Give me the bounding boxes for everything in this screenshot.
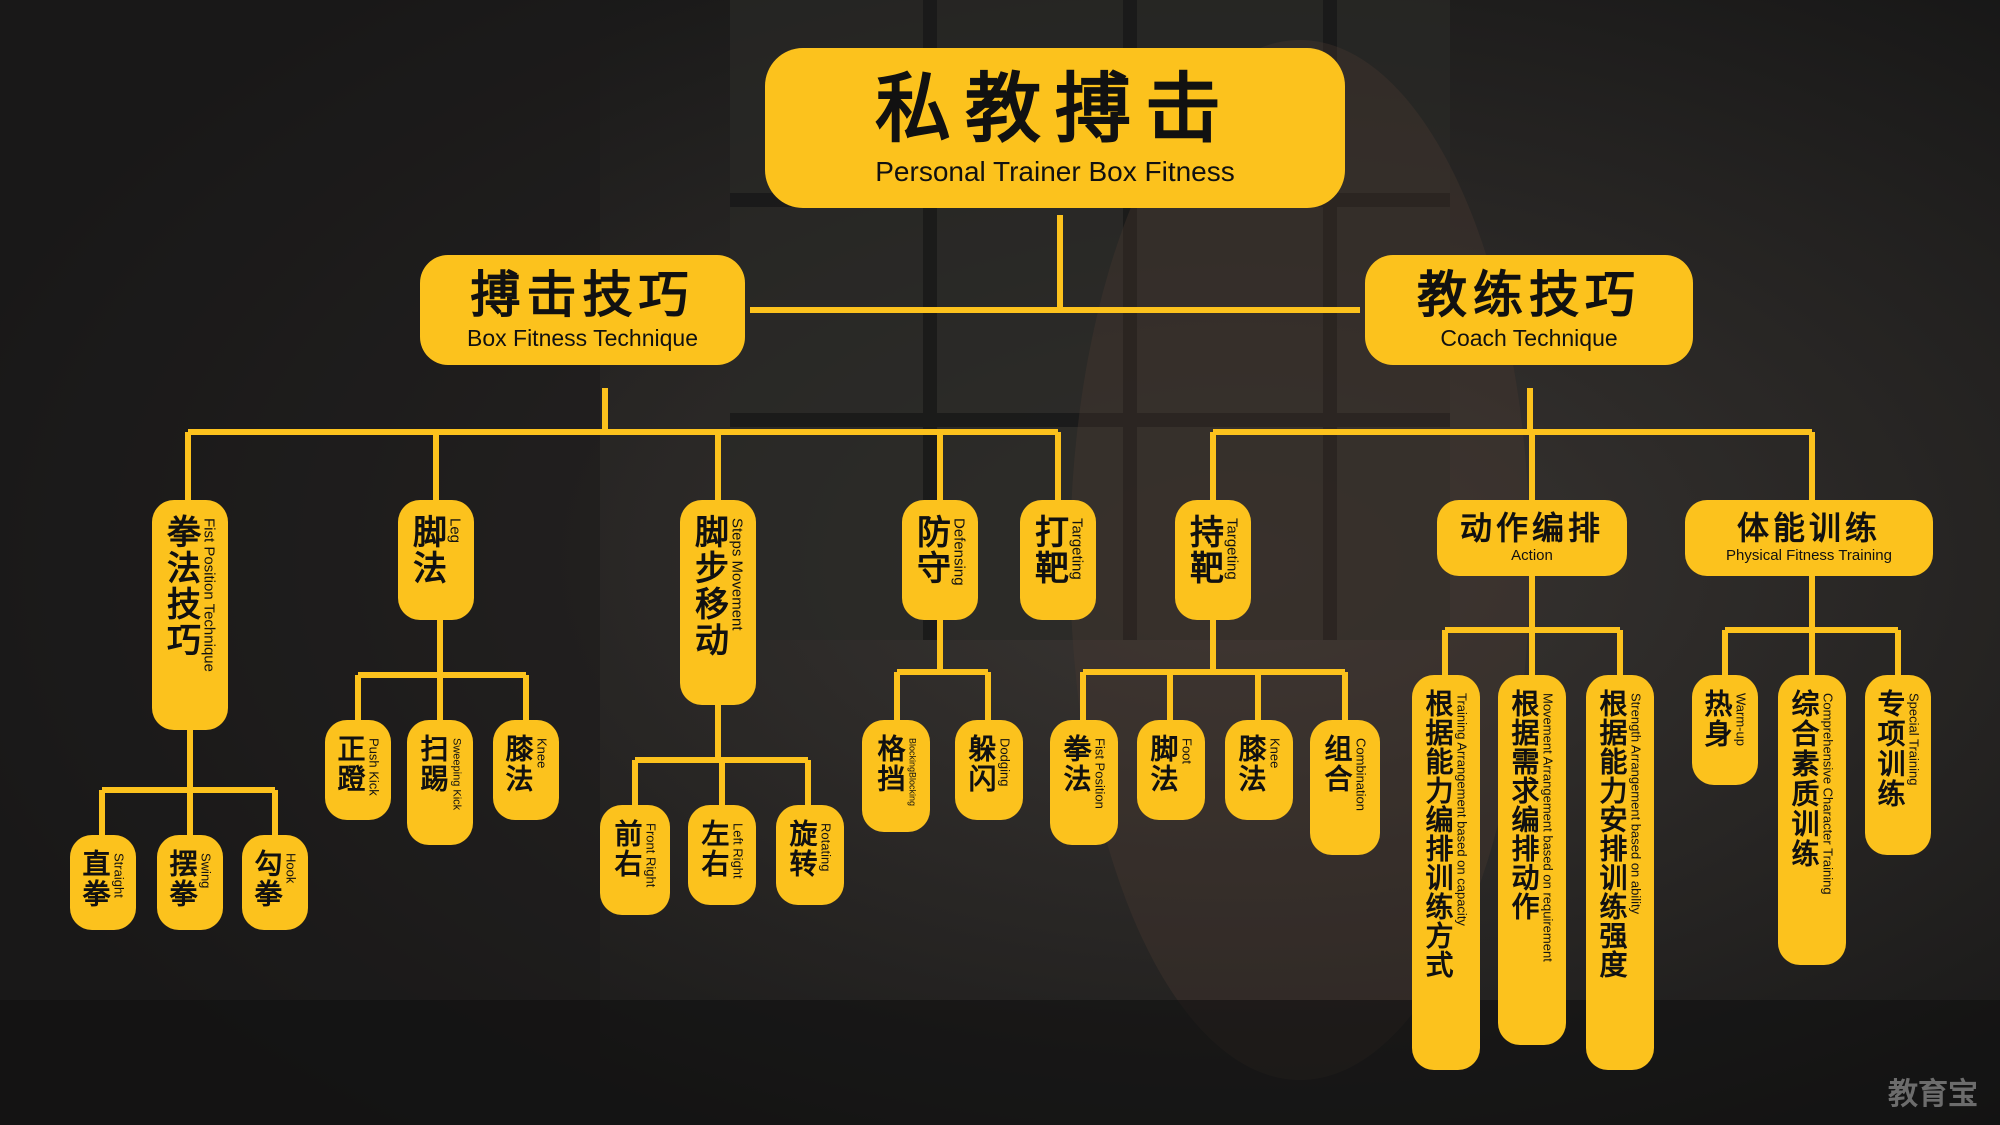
fistpos-en: Fist Position — [1092, 738, 1108, 809]
rotating-zh: 旋转 — [785, 819, 819, 879]
physical-en: Physical Fitness Training — [1726, 546, 1892, 564]
branch-node-box-fitness: 搏击技巧 Box Fitness Technique — [420, 255, 745, 365]
fist-en: Fist Position Technique — [200, 518, 218, 672]
frontright-zh: 前右 — [610, 819, 644, 879]
node-physical-training: 体能训练 Physical Fitness Training — [1685, 500, 1933, 576]
title-en: Personal Trainer Box Fitness — [875, 156, 1235, 187]
leg-zh: 脚法 — [406, 514, 447, 586]
title-zh: 私教搏击 — [875, 64, 1235, 154]
target-en: Targeting — [1068, 518, 1086, 580]
node-comprehensive-training: 综合素质训练 Comprehensive Character Training — [1778, 675, 1846, 965]
node-combination: 组合 Combination — [1310, 720, 1380, 855]
node-action: 动作编排 Action — [1437, 500, 1627, 576]
blocking-en: BlockingBlocking — [907, 738, 918, 807]
straight-zh: 直拳 — [78, 849, 112, 909]
node-knee: 膝法 Knee — [493, 720, 559, 820]
capacity-en: Training Arrangement based on capacity — [1454, 693, 1470, 926]
node-foot: 脚法 Foot — [1137, 720, 1205, 820]
node-warm-up: 热身 Warm-up — [1692, 675, 1758, 785]
node-strength-ability: 根据能力安排训练强度 Strength Arrangement based on… — [1586, 675, 1654, 1070]
node-movement-requirement: 根据需求编排动作 Movement Arrangement based on r… — [1498, 675, 1566, 1045]
watermark-logo: 教育宝 — [1888, 1077, 1978, 1112]
straight-en: Straight — [111, 853, 127, 898]
knee-en: Knee — [534, 738, 550, 769]
swing-zh: 摆拳 — [165, 849, 199, 909]
knee-zh: 膝法 — [501, 734, 535, 794]
sweep-zh: 扫踢 — [416, 734, 450, 794]
defense-zh: 防守 — [910, 514, 951, 586]
node-steps-movement: 脚步移动 Steps Movement — [680, 500, 756, 705]
node-push-kick: 正蹬 Push Kick — [325, 720, 391, 820]
node-front-right: 前右 Front Right — [600, 805, 670, 915]
node-swing: 摆拳 Swing — [157, 835, 223, 930]
rotating-en: Rotating — [818, 823, 834, 872]
blocking-zh: 格挡 — [873, 734, 907, 794]
node-hook: 勾拳 Hook — [242, 835, 308, 930]
target-zh: 打靶 — [1028, 514, 1069, 586]
node-leg: 脚法 Leg — [398, 500, 474, 620]
steps-en: Steps Movement — [728, 518, 746, 631]
combo-en: Combination — [1353, 738, 1369, 811]
pushkick-en: Push Kick — [366, 738, 382, 796]
special-en: Special Training — [1906, 693, 1922, 786]
requirement-en: Movement Arrangement based on requiremen… — [1540, 693, 1556, 962]
foot-en: Foot — [1179, 738, 1195, 765]
leftright-en: Left Right — [730, 823, 746, 879]
leftright-zh: 左右 — [697, 819, 731, 879]
action-zh: 动作编排 — [1459, 509, 1604, 548]
hold-en: Targeting — [1223, 518, 1241, 580]
node-training-capacity: 根据能力编排训练方式 Training Arrangement based on… — [1412, 675, 1480, 1070]
branch-box-en: Box Fitness Technique — [467, 324, 698, 351]
knee2-zh: 膝法 — [1234, 734, 1268, 794]
branch-node-coach: 教练技巧 Coach Technique — [1365, 255, 1693, 365]
node-straight: 直拳 Straight — [70, 835, 136, 930]
warmup-en: Warm-up — [1733, 693, 1749, 746]
node-sweeping-kick: 扫踢 Sweeping Kick — [407, 720, 473, 845]
hook-zh: 勾拳 — [250, 849, 284, 909]
hook-en: Hook — [283, 853, 299, 884]
node-targeting-hit: 打靶 Targeting — [1020, 500, 1096, 620]
requirement-zh: 根据需求编排动作 — [1507, 689, 1541, 921]
fist-zh: 拳法技巧 — [160, 514, 201, 658]
dodging-zh: 躲闪 — [964, 734, 998, 794]
ability-zh: 根据能力安排训练强度 — [1595, 689, 1629, 979]
steps-zh: 脚步移动 — [688, 514, 729, 658]
root-node-title: 私教搏击 Personal Trainer Box Fitness — [765, 48, 1345, 208]
defense-en: Defensing — [950, 518, 968, 586]
node-targeting-hold: 持靶 Targeting — [1175, 500, 1251, 620]
branch-coach-zh: 教练技巧 — [1417, 265, 1641, 324]
warmup-zh: 热身 — [1700, 689, 1734, 749]
pushkick-zh: 正蹬 — [333, 734, 367, 794]
ability-en: Strength Arrangement based on ability — [1628, 693, 1644, 915]
node-fist-technique: 拳法技巧 Fist Position Technique — [152, 500, 228, 730]
physical-zh: 体能训练 — [1736, 509, 1881, 548]
node-defensing: 防守 Defensing — [902, 500, 978, 620]
special-zh: 专项训练 — [1873, 689, 1907, 809]
node-special-training: 专项训练 Special Training — [1865, 675, 1931, 855]
node-knee-target: 膝法 Knee — [1225, 720, 1293, 820]
fistpos-zh: 拳法 — [1059, 734, 1093, 794]
combo-zh: 组合 — [1320, 734, 1354, 794]
node-rotating: 旋转 Rotating — [776, 805, 844, 905]
node-dodging: 躲闪 Dodging — [955, 720, 1023, 820]
branch-box-zh: 搏击技巧 — [470, 265, 695, 324]
frontright-en: Front Right — [643, 823, 659, 888]
sweep-en: Sweeping Kick — [450, 738, 463, 811]
knee2-en: Knee — [1267, 738, 1283, 769]
hold-zh: 持靶 — [1183, 514, 1224, 586]
node-blocking: 格挡 BlockingBlocking — [862, 720, 930, 832]
branch-coach-en: Coach Technique — [1440, 324, 1618, 351]
node-fist-position: 拳法 Fist Position — [1050, 720, 1118, 845]
comprehensive-zh: 综合素质训练 — [1787, 689, 1821, 869]
foot-zh: 脚法 — [1146, 734, 1180, 794]
dodging-en: Dodging — [997, 738, 1013, 787]
leg-en: Leg — [446, 518, 464, 544]
capacity-zh: 根据能力编排训练方式 — [1421, 689, 1455, 979]
swing-en: Swing — [198, 853, 214, 889]
node-left-right: 左右 Left Right — [688, 805, 756, 905]
comprehensive-en: Comprehensive Character Training — [1820, 693, 1836, 895]
action-en: Action — [1511, 546, 1553, 564]
